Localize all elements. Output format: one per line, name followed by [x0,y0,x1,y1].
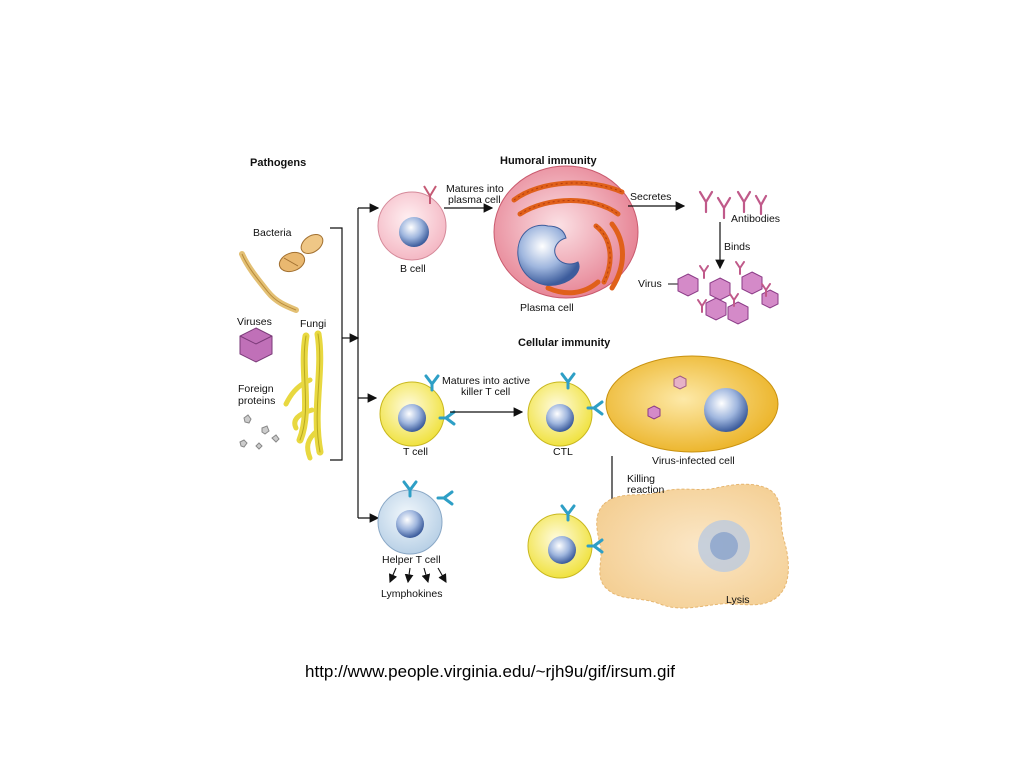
lysis-label: Lysis [726,594,750,606]
virus-label: Virus [638,278,662,290]
humoral-immunity-header: Humoral immunity [500,155,597,167]
lymphokines-label: Lymphokines [381,588,443,600]
pathogen-bracket [330,203,380,523]
lymphokine-arrows [388,567,447,584]
helper-t-cell-illustration [377,480,454,555]
plasma-cell-target-label: plasma cell [448,194,501,206]
plasma-cell-illustration [493,165,639,299]
source-url-caption: http://www.people.virginia.edu/~rjh9u/gi… [305,662,675,681]
foreign-proteins-illustration [239,414,280,450]
killing-label: Killing [627,473,656,485]
foreign-label: Foreign [238,383,274,395]
antibodies-illustration [698,190,768,220]
virus-antibody-complex-illustration [668,261,779,325]
bacteria-label: Bacteria [253,227,292,239]
lysis-cell-illustration [596,483,789,609]
matures-active-label: Matures into active [442,375,531,387]
plasma-cell-label: Plasma cell [520,302,574,314]
t-cell-label: T cell [403,446,428,458]
bacteria-illustration [239,233,324,313]
helper-t-cell-label: Helper T cell [382,554,441,566]
virus-particle-illustration [239,327,273,363]
ctl-label: CTL [553,446,573,458]
binds-label: Binds [724,241,751,253]
b-cell-illustration [377,185,447,261]
proteins-label: proteins [238,395,276,407]
b-cell-label: B cell [400,263,426,275]
secretes-label: Secretes [630,191,672,203]
virus-infected-cell-illustration [605,355,779,453]
attacking-ctl-illustration [527,504,604,579]
antibodies-label: Antibodies [731,213,781,225]
killer-t-cell-label: killer T cell [461,386,511,398]
fungi-illustration [283,330,324,461]
ctl-cell-illustration [527,372,604,447]
t-cell-illustration [379,374,456,447]
cellular-immunity-header: Cellular immunity [518,337,611,349]
reaction-label: reaction [627,484,665,496]
viruses-label: Viruses [237,316,272,328]
pathogens-header: Pathogens [250,157,307,169]
fungi-label: Fungi [300,318,327,330]
matures-into-label: Matures into [446,183,504,195]
virus-infected-cell-label: Virus-infected cell [652,455,735,467]
